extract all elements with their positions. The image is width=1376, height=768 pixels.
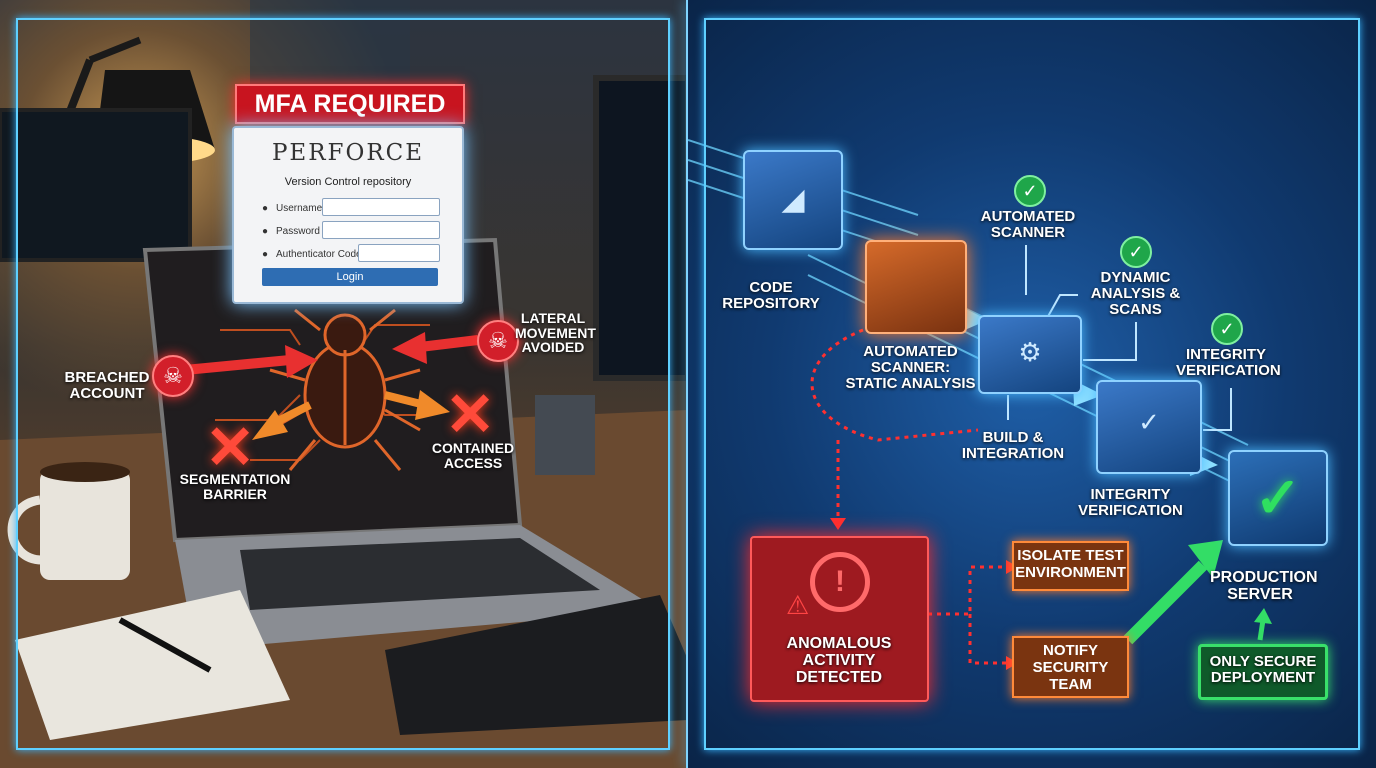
static-analysis-label: AUTOMATED SCANNER: STATIC ANALYSIS — [845, 343, 976, 392]
production-server-cube: ✓ — [1228, 450, 1328, 546]
check-icon-dynamic: ✓ — [1120, 236, 1152, 268]
only-secure-deployment-box: ONLY SECURE DEPLOYMENT — [1198, 644, 1328, 700]
left-panel-office-scene: MFA REQUIRED PERFORCE Version Control re… — [0, 0, 688, 768]
integrity-verification-top-label: INTEGRITY VERIFICATION — [1176, 346, 1281, 379]
deploy-arrow — [1123, 540, 1272, 645]
magnifier-alert-icon: ! — [810, 552, 870, 612]
alert-paths — [810, 328, 1008, 665]
check-icon-scanner: ✓ — [1014, 175, 1046, 207]
lateral-movement-label: LATERAL MOVEMENT AVOIDED — [515, 310, 596, 356]
integrity-cube: ✓ — [1096, 380, 1202, 474]
code-repository-cube: ◢ — [743, 150, 843, 250]
contained-access-label: CONTAINED ACCESS — [431, 440, 515, 471]
attack-arrows — [184, 332, 479, 440]
perforce-login-card: PERFORCE Version Control repository ● Us… — [232, 126, 464, 304]
shield-check-icon: ✓ — [1138, 407, 1160, 437]
branch-icon: ◢ — [781, 183, 805, 216]
brand-title: PERFORCE — [271, 140, 425, 166]
password-field[interactable] — [322, 221, 440, 239]
anomalous-activity-label: ANOMALOUS ACTIVITY DETECTED — [786, 635, 892, 686]
isolate-test-environment-box: ISOLATE TEST ENVIRONMENT — [1012, 541, 1129, 591]
key-icon: ● — [262, 249, 269, 260]
skull-icon-right: ☠ — [477, 320, 519, 362]
pencil-cup — [535, 395, 595, 475]
user-icon: ● — [262, 203, 269, 214]
breached-account-label: BREACHED ACCOUNT — [64, 369, 150, 402]
dynamic-analysis-label: DYNAMIC ANALYSIS & SCANS — [1090, 269, 1181, 318]
check-icon-integrity: ✓ — [1211, 313, 1243, 345]
integrity-verification-mid-label: INTEGRITY VERIFICATION — [1078, 486, 1183, 519]
only-secure-deployment-label: ONLY SECURE DEPLOYMENT — [1209, 653, 1317, 686]
gear-icon: ⚙ — [1018, 337, 1042, 367]
notify-security-team-box: NOTIFY SECURITY TEAM — [1012, 636, 1129, 698]
coffee-mug — [40, 470, 130, 580]
x-icon-segmentation: ✕ — [205, 414, 256, 481]
authenticator-label: Authenticator Code — [276, 249, 362, 260]
label-connectors — [1007, 245, 1232, 431]
keyboard — [385, 595, 688, 735]
authenticator-field[interactable] — [358, 244, 440, 262]
production-server-label: PRODUCTION SERVER — [1210, 569, 1318, 603]
mfa-required-text: MFA REQUIRED — [254, 90, 446, 118]
left-panel-frame — [16, 18, 670, 750]
warning-icon: ⚠ — [786, 590, 810, 620]
notebook — [15, 590, 290, 740]
right-panel-frame — [704, 18, 1360, 750]
build-integration-cube: ⚙ — [978, 315, 1082, 394]
brand-subtitle: Version Control repository — [284, 176, 412, 188]
anomalous-activity-box: ! ⚠ ANOMALOUS ACTIVITY DETECTED — [750, 536, 929, 702]
office-scene-art — [0, 0, 688, 768]
code-repository-label: CODE REPOSITORY — [722, 279, 820, 312]
password-label: Password — [276, 226, 320, 237]
username-field[interactable] — [322, 198, 440, 216]
mfa-required-banner: MFA REQUIRED — [235, 84, 465, 124]
login-button[interactable]: Login — [262, 268, 438, 286]
username-label: Username — [276, 203, 323, 214]
panel-divider — [686, 0, 689, 768]
static-scanner-cube — [865, 240, 967, 334]
code-monitor — [593, 75, 688, 381]
segmentation-barrier-label: SEGMENTATION BARRIER — [179, 471, 291, 502]
x-icon-contained: ✕ — [445, 381, 496, 448]
right-panel-pipeline: ◢ ⚙ ✓ ✓ ✓ ✓ ✓ CODE REPOSITORY AUTOMATED … — [688, 0, 1376, 768]
lock-icon: ● — [262, 226, 269, 237]
green-check-icon: ✓ — [1254, 466, 1302, 529]
automated-scanner-label: AUTOMATED SCANNER — [980, 208, 1076, 241]
skull-icon-left: ☠ — [152, 355, 194, 397]
build-integration-label: BUILD & INTEGRATION — [961, 429, 1065, 462]
